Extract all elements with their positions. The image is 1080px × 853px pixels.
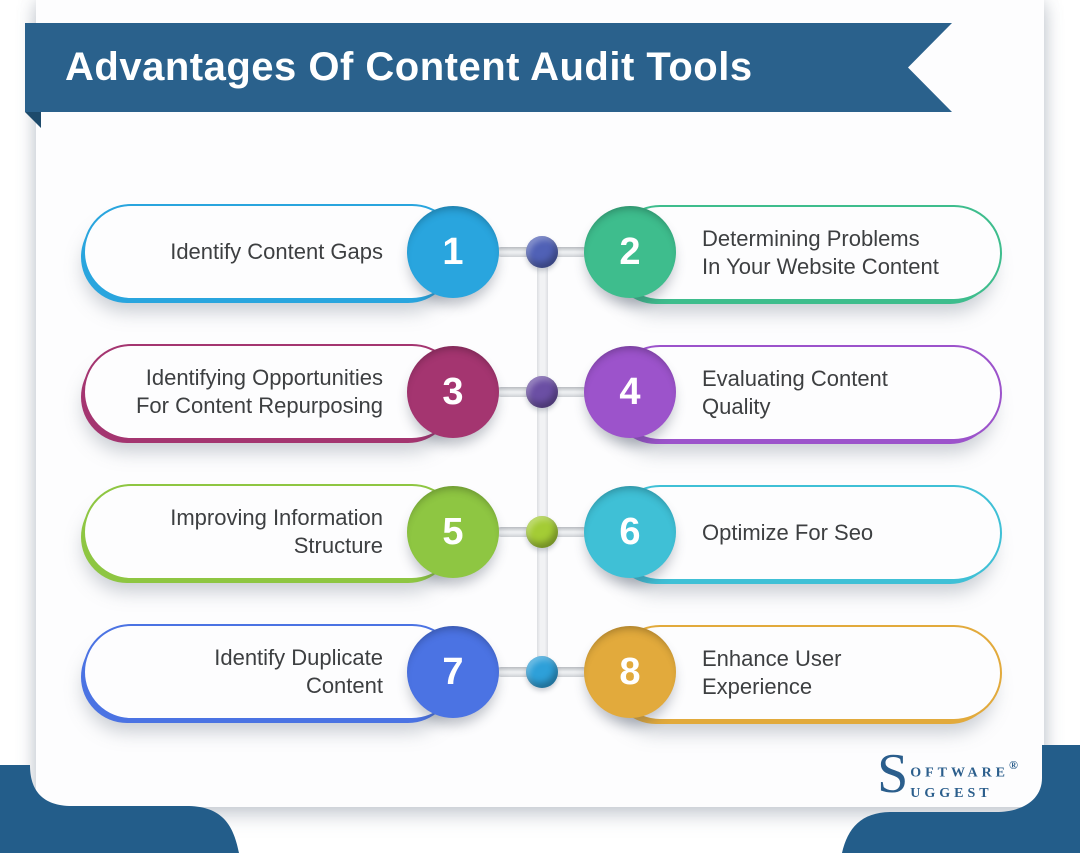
advantage-number-badge-8: 8 — [584, 626, 676, 718]
connector-dot-3 — [526, 516, 558, 548]
advantage-label-6: Optimize For Seo — [702, 520, 874, 545]
advantage-number-4: 4 — [619, 370, 641, 413]
logo-line2: uggest — [910, 780, 993, 802]
ribbon-fold — [25, 112, 41, 128]
advantage-label-8: Enhance User Experience — [702, 646, 842, 699]
advantage-number-badge-6: 6 — [584, 486, 676, 578]
advantage-label-3: Identifying Opportunities For Content Re… — [135, 365, 383, 418]
advantage-number-badge-7: 7 — [407, 626, 499, 718]
advantage-pill-5: Improving Information Structure — [83, 484, 460, 580]
advantage-pill-4: Evaluating Content Quality — [612, 345, 1002, 441]
advantage-number-1: 1 — [442, 230, 464, 273]
logo-text: oftware® uggest — [910, 755, 1018, 801]
connector-dot-4 — [526, 656, 558, 688]
advantage-number-badge-3: 3 — [407, 346, 499, 438]
advantage-pill-7: Identify Duplicate Content — [83, 624, 460, 720]
advantage-label-4: Evaluating Content Quality — [702, 366, 888, 419]
registered-mark: ® — [1009, 758, 1018, 773]
advantage-number-6: 6 — [619, 510, 641, 553]
advantage-number-3: 3 — [442, 370, 464, 413]
advantage-label-2: Determining Problems In Your Website Con… — [702, 226, 939, 279]
advantage-pill-6: Optimize For Seo — [612, 485, 1002, 581]
advantage-number-badge-5: 5 — [407, 486, 499, 578]
logo-initial: S — [877, 743, 909, 806]
connector-line-vertical — [537, 250, 548, 674]
page-title: Advantages Of Content Audit Tools — [65, 45, 753, 89]
advantage-number-8: 8 — [619, 650, 641, 693]
advantage-number-5: 5 — [442, 510, 464, 553]
connector-dot-2 — [526, 376, 558, 408]
advantage-number-badge-1: 1 — [407, 206, 499, 298]
advantage-label-7: Identify Duplicate Content — [214, 645, 383, 698]
advantage-number-badge-2: 2 — [584, 206, 676, 298]
advantage-pill-8: Enhance User Experience — [612, 625, 1002, 721]
advantage-pill-1: Identify Content Gaps — [83, 204, 460, 300]
advantage-pill-3: Identifying Opportunities For Content Re… — [83, 344, 460, 440]
software-suggest-logo: S oftware® uggest — [877, 743, 1018, 806]
logo-line1: oftware — [910, 760, 1010, 782]
advantage-label-5: Improving Information Structure — [170, 505, 383, 558]
ribbon-banner: Advantages Of Content Audit Tools — [25, 23, 952, 112]
advantage-number-2: 2 — [619, 230, 641, 273]
advantage-number-7: 7 — [442, 650, 464, 693]
advantage-number-badge-4: 4 — [584, 346, 676, 438]
advantage-label-1: Identify Content Gaps — [170, 239, 383, 264]
advantage-pill-2: Determining Problems In Your Website Con… — [612, 205, 1002, 301]
connector-dot-1 — [526, 236, 558, 268]
